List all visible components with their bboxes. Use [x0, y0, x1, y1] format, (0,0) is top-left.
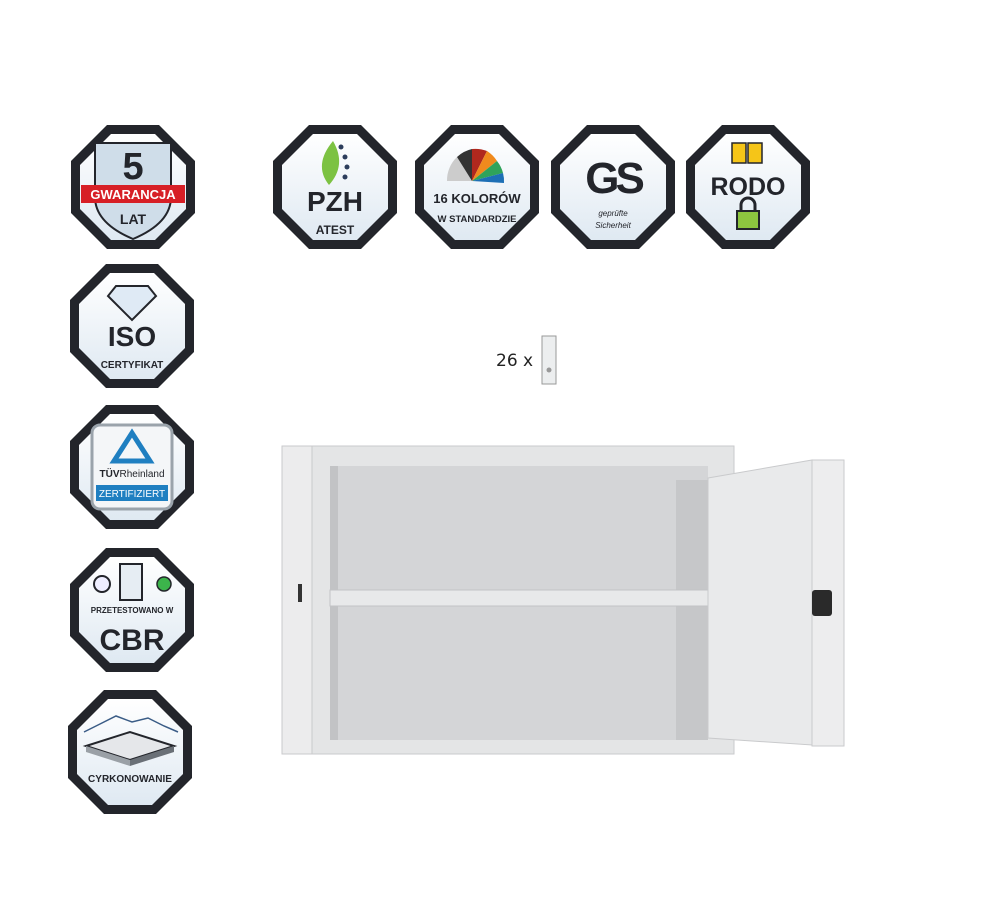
cbr-subtitle: PRZETESTOWANO W — [91, 606, 174, 615]
cbr-badge: PRZETESTOWANO W CBR — [70, 548, 194, 672]
document-icon — [731, 142, 747, 164]
colors-badge: 16 KOLORÓW W STANDARDZIE — [415, 125, 539, 249]
pzh-title: PZH — [307, 186, 363, 217]
rodo-title: RODO — [711, 173, 786, 201]
gs-badge: GS geprüfte Sicherheit — [551, 125, 675, 249]
magnifier-icon — [93, 575, 111, 593]
binder-capacity: 26 x — [496, 351, 534, 371]
warranty-label: GWARANCJA — [90, 187, 176, 202]
cabinet-image — [281, 445, 845, 755]
warranty-unit: LAT — [120, 211, 147, 227]
warranty-badge: 5 GWARANCJA LAT — [71, 125, 195, 249]
tuv-label: ZERTIFIZIERT — [99, 489, 165, 500]
cabinet-icon — [119, 563, 143, 601]
color-fan-icon — [446, 148, 505, 183]
rodo-badge: RODO — [686, 125, 810, 249]
tuv-badge: TÜVRheinland ZERTIFIZIERT — [70, 405, 194, 529]
pzh-badge: PZH ATEST — [273, 125, 397, 249]
tuv-triangle-icon — [109, 428, 155, 464]
warranty-years: 5 — [122, 146, 143, 188]
gs-line2: Sicherheit — [595, 221, 631, 230]
svg-text:TÜVRheinland: TÜVRheinland — [99, 467, 164, 480]
lock-handle — [812, 590, 832, 616]
colors-subtitle: W STANDARDZIE — [438, 214, 517, 225]
binder-icon — [541, 335, 557, 385]
gs-logo: GS — [585, 154, 643, 203]
leaf-icon — [321, 141, 340, 185]
zirconium-title: CYRKONOWANIE — [88, 774, 172, 785]
coating-layer-icon — [82, 715, 179, 766]
gs-line1: geprüfte — [598, 209, 628, 218]
pzh-subtitle: ATEST — [316, 223, 355, 237]
iso-subtitle: CERTYFIKAT — [101, 360, 164, 371]
tuv-brand-bold: TÜV — [99, 467, 119, 480]
check-icon — [156, 576, 172, 592]
right-door — [707, 459, 813, 746]
iso-badge: ISO CERTYFIKAT — [70, 264, 194, 388]
iso-title: ISO — [108, 321, 156, 352]
zirconium-badge: CYRKONOWANIE — [68, 690, 192, 814]
cbr-title: CBR — [100, 624, 165, 657]
lock-icon — [736, 196, 760, 230]
tuv-brand: Rheinland — [119, 469, 164, 480]
diamond-icon — [106, 285, 158, 322]
left-door — [281, 445, 313, 755]
colors-title: 16 KOLORÓW — [433, 191, 521, 206]
